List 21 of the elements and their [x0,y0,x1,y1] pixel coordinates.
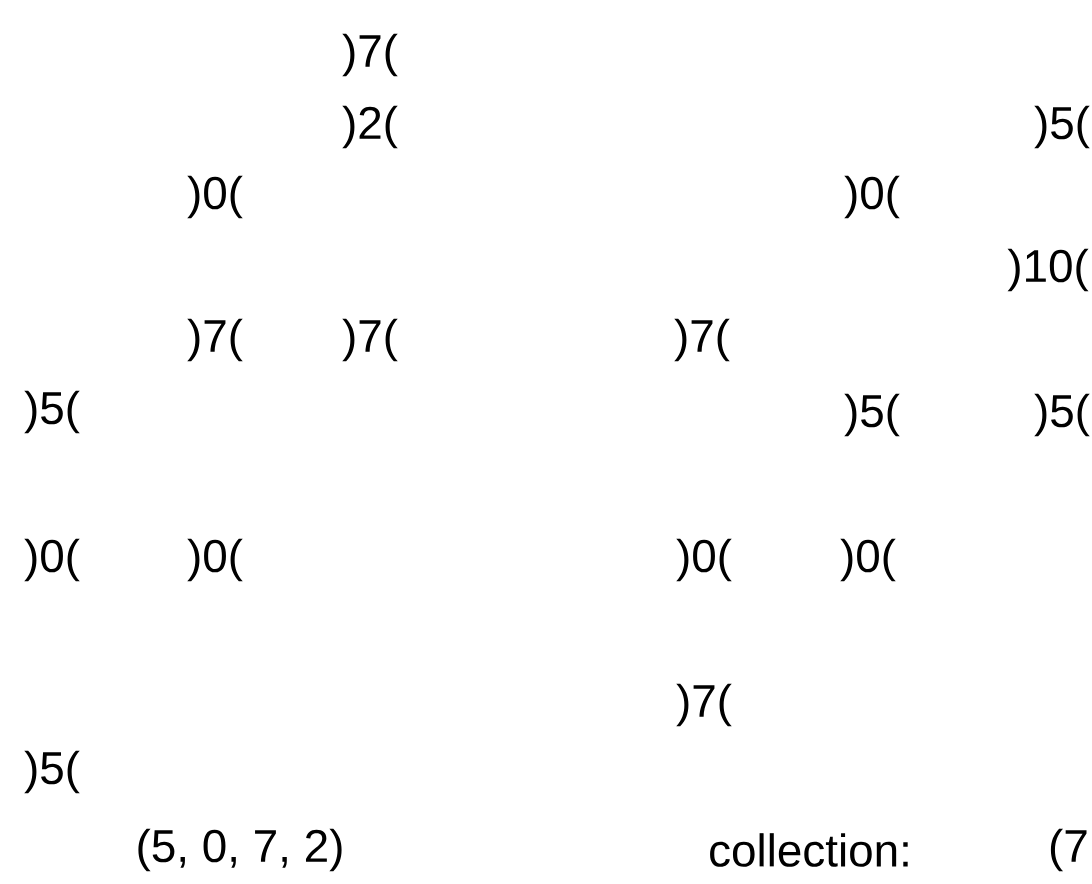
text-label: )7( [187,318,243,362]
text-label: )5( [1034,393,1090,437]
text-label: )0( [187,175,243,219]
text-label: )0( [844,175,900,219]
text-label: (7 [1050,828,1087,872]
text-label: )0( [676,538,732,582]
text-label: )2( [342,105,398,149]
text-label: )5( [24,750,80,794]
text-label: )5( [1034,105,1090,149]
text-label: )0( [24,538,80,582]
text-label: )7( [342,33,398,77]
text-label: )0( [840,538,896,582]
text-label: )7( [676,683,732,727]
text-label: )7( [342,318,398,362]
text-label: )7( [674,318,730,362]
text-label: )5( [844,393,900,437]
text-label: )0( [187,538,243,582]
text-label: collection: [710,833,908,867]
text-label: )10( [1007,248,1089,292]
text-label: )5( [24,390,80,434]
text-label: (5, 0, 7, 2) [138,828,342,872]
